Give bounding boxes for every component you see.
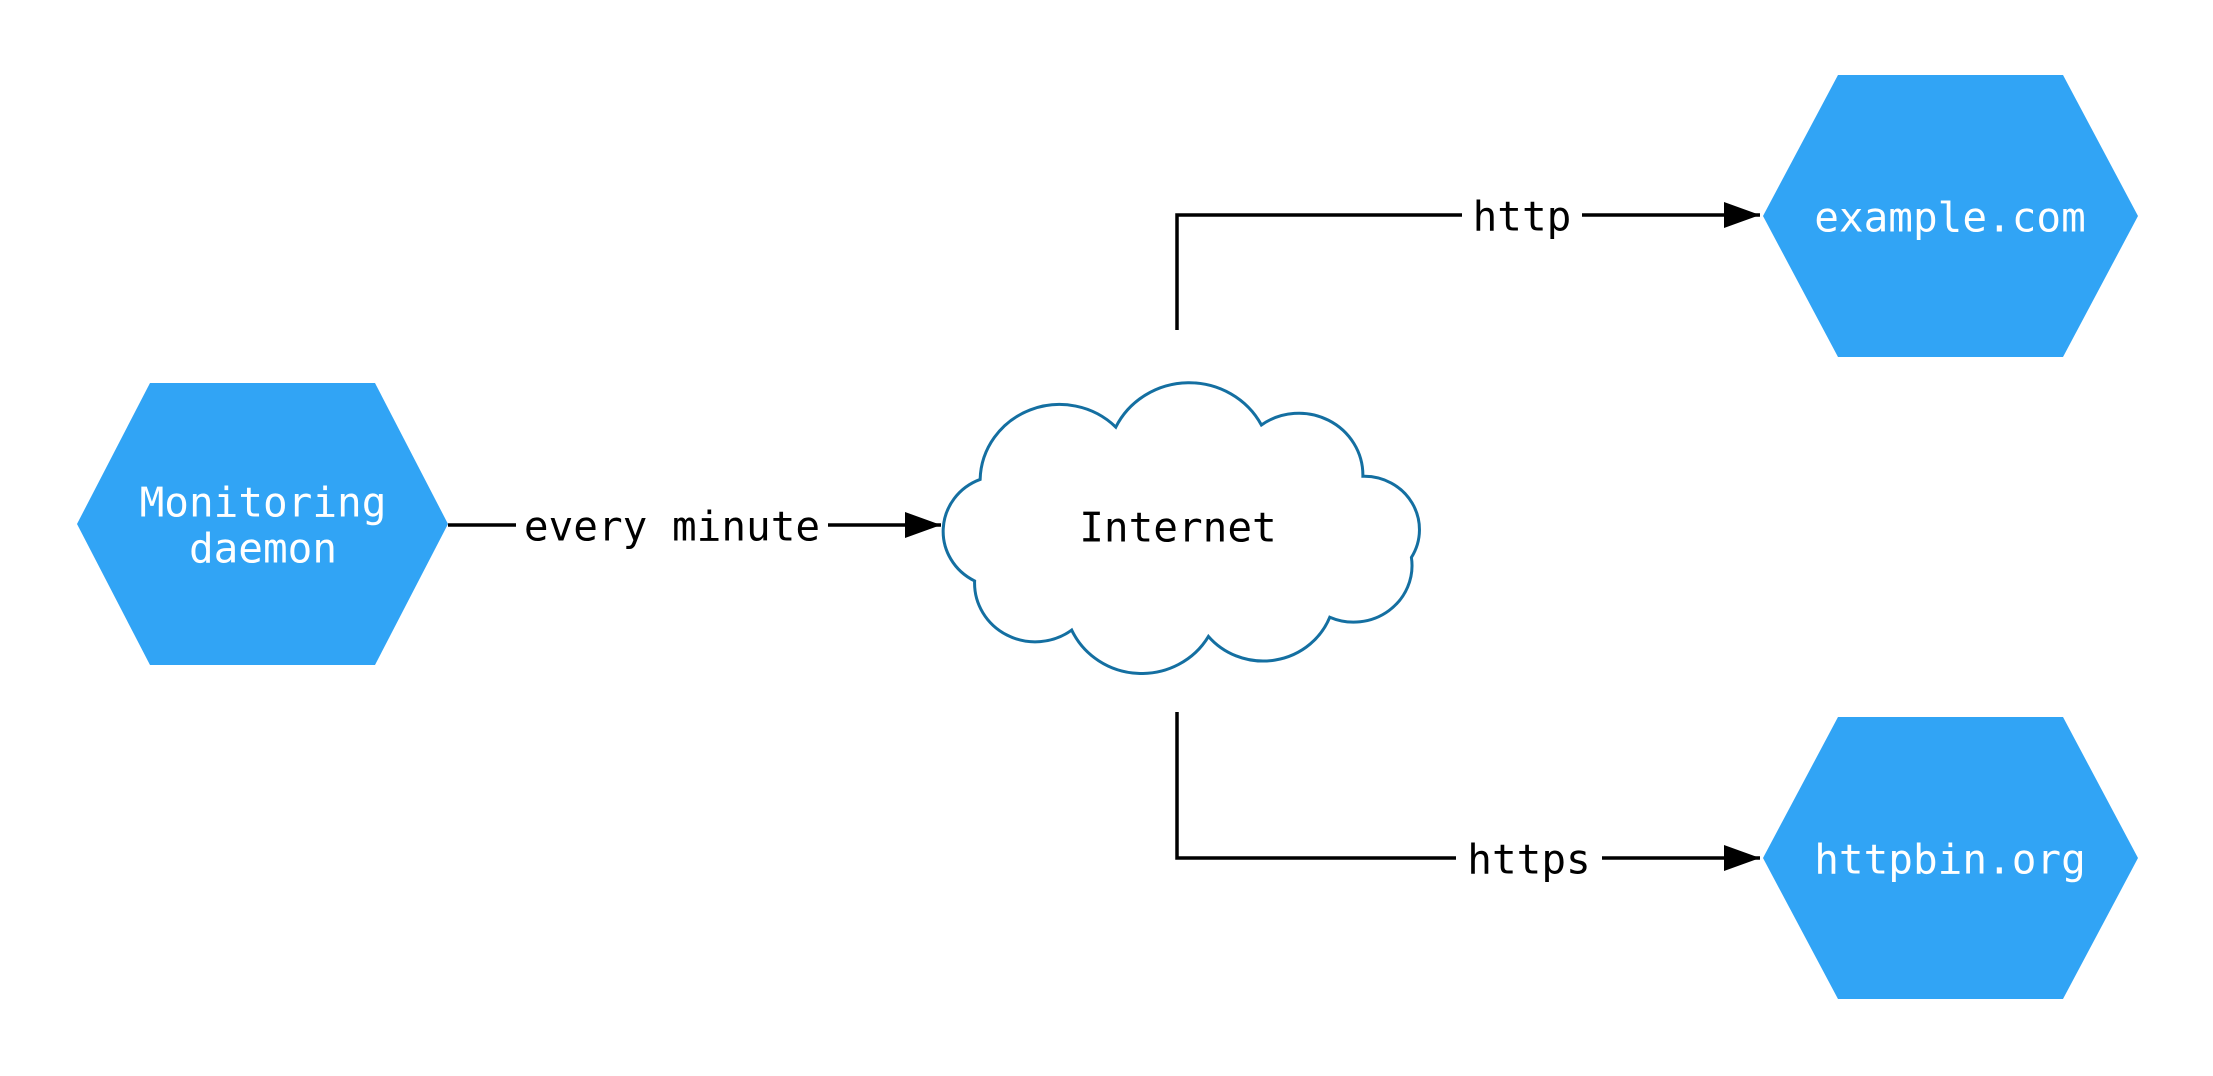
- edge-label-background: [516, 499, 828, 553]
- node-internet-cloud: [943, 383, 1419, 674]
- edge-label-background: [1456, 832, 1602, 886]
- edge-label-background: [1462, 189, 1582, 243]
- edge-label-every-minute: every minute: [524, 502, 820, 550]
- node-httpbin-org-label: httpbin.org: [1814, 835, 2086, 883]
- node-example-com-hexagon: [1763, 75, 2138, 357]
- node-monitoring-daemon-label-line2: daemon: [189, 524, 337, 572]
- node-monitoring-daemon-hexagon: [77, 383, 448, 665]
- internet-cloud-shape: [943, 383, 1419, 674]
- node-example-com-label: example.com: [1814, 193, 2086, 241]
- edge-label-http: http: [1473, 192, 1572, 240]
- node-monitoring-daemon-label-line1: Monitoring: [140, 478, 387, 526]
- node-internet-label: Internet: [1079, 503, 1276, 551]
- node-httpbin-org-hexagon: [1763, 717, 2138, 999]
- edge-label-https: https: [1467, 835, 1590, 883]
